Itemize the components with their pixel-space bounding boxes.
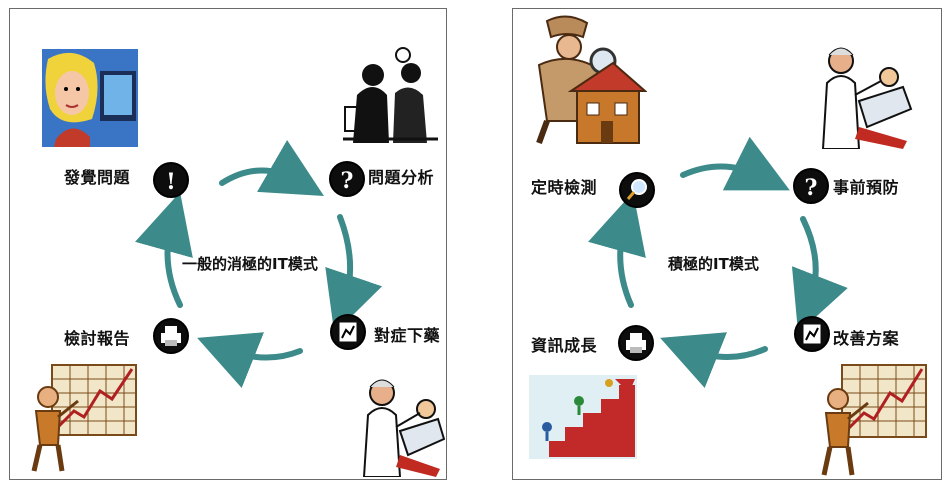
printer-icon bbox=[153, 318, 189, 354]
magnifier-icon bbox=[619, 172, 655, 208]
step-label-3-right: 改善方案 bbox=[833, 329, 900, 348]
question-icon bbox=[793, 168, 829, 204]
growth-staircase-illustration bbox=[529, 375, 637, 459]
panel-active-model: 定時檢測 事前預防 改善方案 資訊成長 積極的IT模式 bbox=[512, 8, 942, 480]
step-label-1-right: 定時檢測 bbox=[531, 178, 598, 197]
step-label-4: 檢討報告 bbox=[64, 329, 131, 348]
arrow-bottom-right bbox=[660, 332, 768, 388]
arrow-top-right bbox=[680, 136, 790, 191]
step-label-4-right: 資訊成長 bbox=[531, 336, 598, 355]
inspector-house-illustration bbox=[536, 15, 647, 145]
cycle-arrows-right bbox=[588, 136, 848, 388]
cycle-arrows-left bbox=[135, 140, 383, 388]
dentist-patient-illustration-top bbox=[821, 47, 913, 149]
cycle-title-right: 積極的IT模式 bbox=[668, 255, 759, 273]
cycle-title-left: 一般的消極的IT模式 bbox=[182, 255, 318, 273]
arrow-bottom-left bbox=[197, 332, 303, 388]
printer-icon bbox=[618, 325, 654, 361]
chart-window-icon bbox=[330, 314, 366, 350]
step-label-3: 對症下藥 bbox=[374, 326, 441, 345]
presenter-chart-illustration-right bbox=[821, 364, 927, 476]
panel-passive-model: 發覺問題 問題分析 對症下藥 檢討報告 一般的消極的IT模式 bbox=[9, 8, 447, 480]
arrow-top-left bbox=[219, 140, 324, 197]
woman-monitor-illustration bbox=[42, 49, 138, 147]
arrow-right-right bbox=[791, 216, 848, 333]
step-label-2: 問題分析 bbox=[368, 168, 435, 187]
presenter-chart-illustration bbox=[31, 364, 137, 472]
step-label-1: 發覺問題 bbox=[64, 168, 131, 187]
chart-window-icon bbox=[794, 316, 830, 352]
meeting-illustration bbox=[343, 47, 438, 143]
exclamation-icon bbox=[153, 162, 189, 198]
arrow-right-left bbox=[325, 214, 383, 334]
arrow-left-right bbox=[588, 192, 646, 308]
question-icon bbox=[329, 161, 365, 197]
dentist-patient-illustration bbox=[362, 379, 445, 477]
step-label-2-right: 事前預防 bbox=[833, 178, 900, 197]
arrow-left-left bbox=[135, 192, 193, 308]
